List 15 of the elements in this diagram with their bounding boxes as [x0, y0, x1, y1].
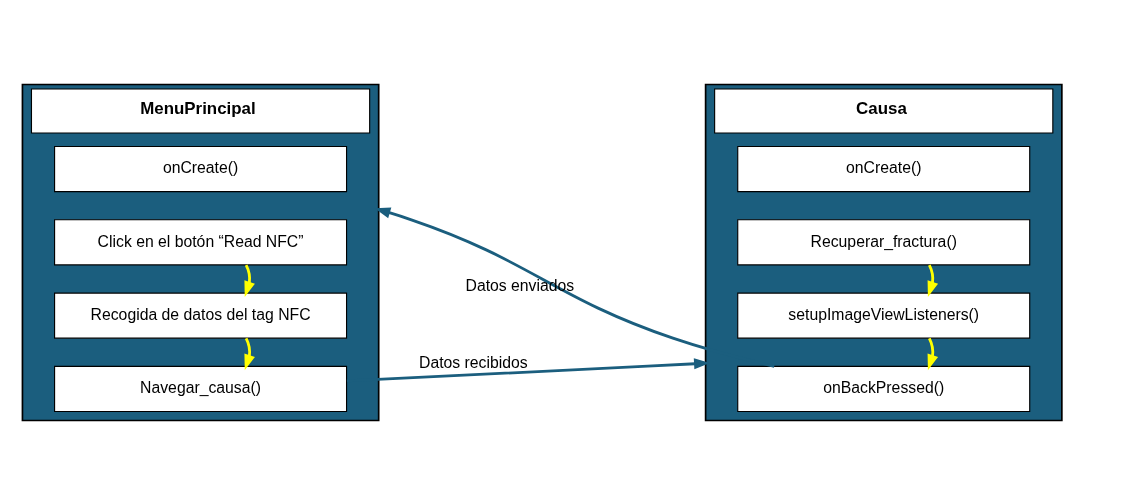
arrow	[927, 264, 939, 297]
arrow	[346, 357, 710, 382]
node-box: Recuperar_fractura()	[737, 218, 1031, 265]
arrow	[244, 337, 255, 370]
arrow	[374, 207, 775, 368]
node-box: Navegar_causa()	[54, 365, 348, 412]
arrow	[927, 337, 939, 370]
node-box: onBackPressed()	[737, 365, 1031, 412]
node-box: onCreate()	[54, 145, 348, 192]
arrow	[244, 264, 255, 297]
node-box: onCreate()	[737, 145, 1031, 192]
edge-label: Datos recibidos	[419, 353, 528, 371]
node-box: Click en el botón “Read NFC”	[54, 218, 348, 265]
node-box: Recogida de datos del tag NFC	[54, 292, 348, 339]
node-box: setupImageViewListeners()	[737, 292, 1031, 339]
